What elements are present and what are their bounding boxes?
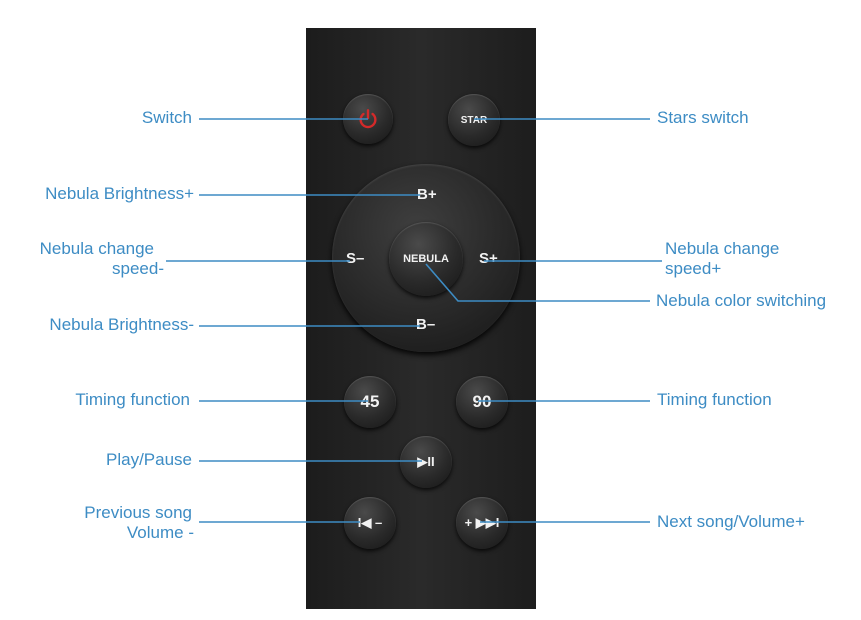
power-icon — [359, 109, 377, 129]
brightness-plus-key[interactable]: B+ — [417, 186, 437, 203]
label-previous-line2: Volume - — [126, 523, 194, 542]
previous-volume-down-button[interactable]: I◀ – — [344, 497, 396, 549]
next-volume-up-button[interactable]: + ▶▶I — [456, 497, 508, 549]
power-button[interactable] — [343, 94, 393, 144]
label-speed-minus-line2: speed- — [112, 259, 164, 278]
label-timing-left: Timing function — [75, 390, 190, 409]
speed-minus-key[interactable]: S– — [346, 250, 365, 267]
nebula-button[interactable]: NEBULA — [389, 222, 463, 296]
label-previous-line1: Previous song — [84, 503, 192, 522]
label-timing-right: Timing function — [657, 390, 772, 409]
label-switch: Switch — [141, 108, 192, 127]
label-speed-plus-line2: speed+ — [665, 259, 722, 278]
label-next: Next song/Volume+ — [657, 512, 805, 531]
label-color-switching: Nebula color switching — [656, 291, 827, 310]
label-speed-minus-line1: Nebula change — [39, 239, 154, 258]
label-brightness-minus: Nebula Brightness- — [49, 315, 194, 334]
timer-90-button[interactable]: 90 — [456, 376, 508, 428]
timer-45-button[interactable]: 45 — [344, 376, 396, 428]
label-brightness-plus: Nebula Brightness+ — [45, 184, 194, 203]
label-play-pause: Play/Pause — [106, 450, 192, 469]
label-speed-plus-line1: Nebula change — [665, 239, 780, 258]
star-button[interactable]: STAR — [448, 94, 500, 146]
speed-plus-key[interactable]: S+ — [479, 250, 498, 267]
label-stars-switch: Stars switch — [657, 108, 749, 127]
brightness-minus-key[interactable]: B– — [416, 316, 436, 333]
play-pause-button[interactable]: ▶II — [400, 436, 452, 488]
